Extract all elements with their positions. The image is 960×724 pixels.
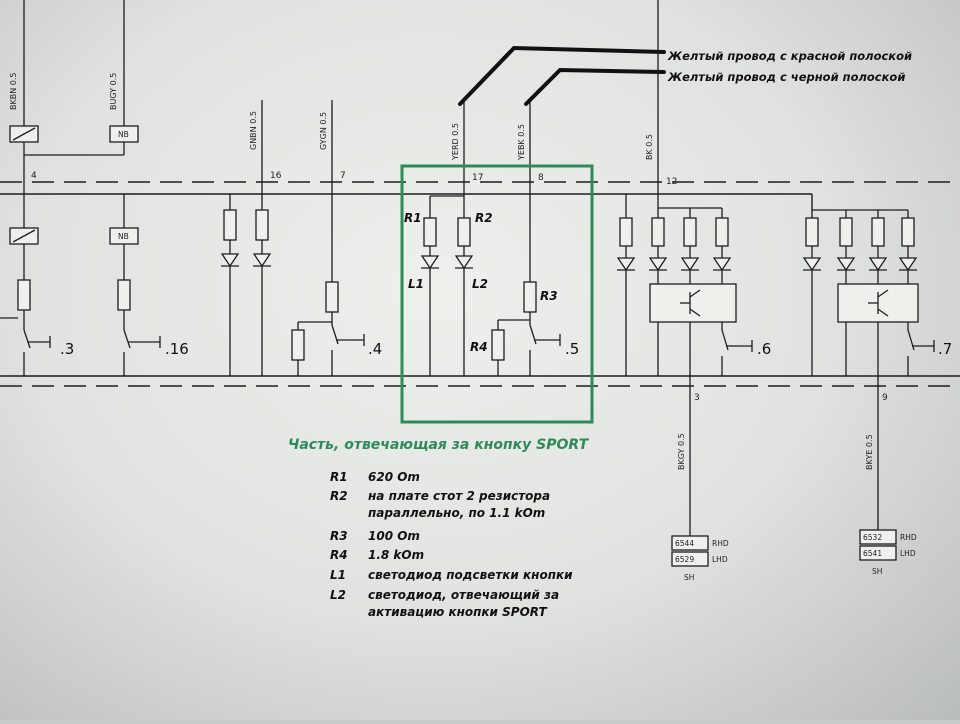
wire-code-yebk: YEBK 0.5 (517, 124, 526, 161)
annotation-yellow-red: Желтый провод с красной полоской (667, 49, 912, 63)
connector-a-side-2: LHD (712, 555, 728, 564)
ref-l1: L1 (408, 277, 424, 291)
pin-3: 3 (694, 393, 700, 403)
sport-section: YERD 0.5 17 R1 L1 R2 L2 YEBK 0.5 8 R3 R4… (288, 100, 594, 453)
wire-code-gnbn: GNBN 0.5 (249, 111, 258, 150)
pin-17: 17 (472, 173, 483, 183)
component-legend: R1 620 Om R2 на плате стот 2 резистора п… (330, 470, 573, 619)
pin-12: 12 (666, 177, 677, 187)
column-bugy: NB BUGY 0.5 NB .16 (109, 0, 189, 376)
sport-highlight-box (400, 164, 594, 424)
annotation-lines: Желтый провод с красной полоской Желтый … (458, 45, 912, 106)
connector-b-footer: SH (872, 567, 882, 576)
switch-label-6: .6 (757, 340, 771, 358)
column-bk-module-a: BK 0.5 12 (616, 0, 771, 582)
pin-4-top: 4 (31, 171, 37, 181)
switch-label-16: .16 (165, 340, 189, 358)
led-l2 (454, 255, 474, 270)
resistor-r3 (523, 281, 537, 313)
pin-8: 8 (538, 173, 544, 183)
wire-code-bkbn: BKBN 0.5 (9, 73, 18, 110)
legend-key-r2: R2 (330, 489, 348, 503)
legend-value-r4: 1.8 kOm (368, 548, 424, 562)
legend-value-r2-line2: параллельно, по 1.1 kOm (368, 506, 545, 520)
switch-label-5: .5 (565, 340, 579, 358)
legend-value-r2-line1: на плате стот 2 резистора (368, 489, 550, 503)
connector-b-side-1: RHD (900, 533, 917, 542)
module-label-nb-1: NB (118, 130, 129, 139)
legend-value-l2-line1: светодиод, отвечающий за (368, 588, 559, 602)
module-label-nb-2: NB (118, 232, 129, 241)
column-module-b: .7 9 BKYE 0.5 6532 6541 RHD LHD SH (802, 209, 952, 576)
resistor-r4 (491, 329, 505, 361)
annotation-line-red (458, 45, 666, 106)
pin-7: 7 (340, 171, 346, 181)
switch-label-4: .4 (368, 340, 382, 358)
legend-key-r3: R3 (330, 529, 348, 543)
transistor-module-a (649, 283, 737, 323)
ref-l2: L2 (472, 277, 488, 291)
annotation-yellow-black: Желтый провод с черной полоской (667, 70, 905, 84)
legend-value-r1: 620 Om (368, 470, 420, 484)
switch-label-3: .3 (60, 340, 74, 358)
connector-a-side-1: RHD (712, 539, 729, 548)
legend-value-r3: 100 Om (368, 529, 420, 543)
resistor-r2 (457, 217, 471, 247)
wire-code-bkgy: BKGY 0.5 (677, 433, 686, 470)
connector-a-code-2: 6529 (675, 555, 694, 564)
ref-r3: R3 (540, 289, 558, 303)
legend-key-r1: R1 (330, 470, 348, 484)
connector-b-code-2: 6541 (863, 549, 882, 558)
ref-r1: R1 (404, 211, 422, 225)
legend-value-l2-line2: активацию кнопки SPORT (368, 605, 547, 619)
highlight-caption: Часть, отвечающая за кнопку SPORT (288, 437, 590, 453)
column-gnbn: GNBN 0.5 16 (220, 100, 282, 376)
column-gygn: GYGN 0.5 7 .4 (291, 100, 382, 376)
legend-key-r4: R4 (330, 548, 348, 562)
wire-code-bugy: BUGY 0.5 (109, 73, 118, 110)
switch-label-7: .7 (938, 340, 952, 358)
legend-key-l2: L2 (330, 588, 346, 602)
annotation-line-black (524, 67, 666, 106)
connector-b-code-1: 6532 (863, 533, 882, 542)
ref-r2: R2 (475, 211, 493, 225)
wire-code-bk: BK 0.5 (645, 134, 654, 160)
wire-code-yerd: YERD 0.5 (451, 123, 460, 161)
legend-value-l1: светодиод подсветки кнопки (368, 568, 573, 582)
column-bkbn: BKBN 0.5 4 .3 (0, 0, 124, 376)
wire-code-gygn: GYGN 0.5 (319, 112, 328, 150)
pin-9: 9 (882, 393, 888, 403)
wire-code-bkye: BKYE 0.5 (865, 434, 874, 470)
connector-b-side-2: LHD (900, 549, 916, 558)
connector-a-footer: SH (684, 573, 694, 582)
legend-key-l1: L1 (330, 568, 346, 582)
pin-16: 16 (270, 171, 282, 181)
led-l1 (420, 255, 440, 270)
ref-r4: R4 (470, 340, 488, 354)
connector-a-code-1: 6544 (675, 539, 694, 548)
resistor-r1 (423, 217, 437, 247)
